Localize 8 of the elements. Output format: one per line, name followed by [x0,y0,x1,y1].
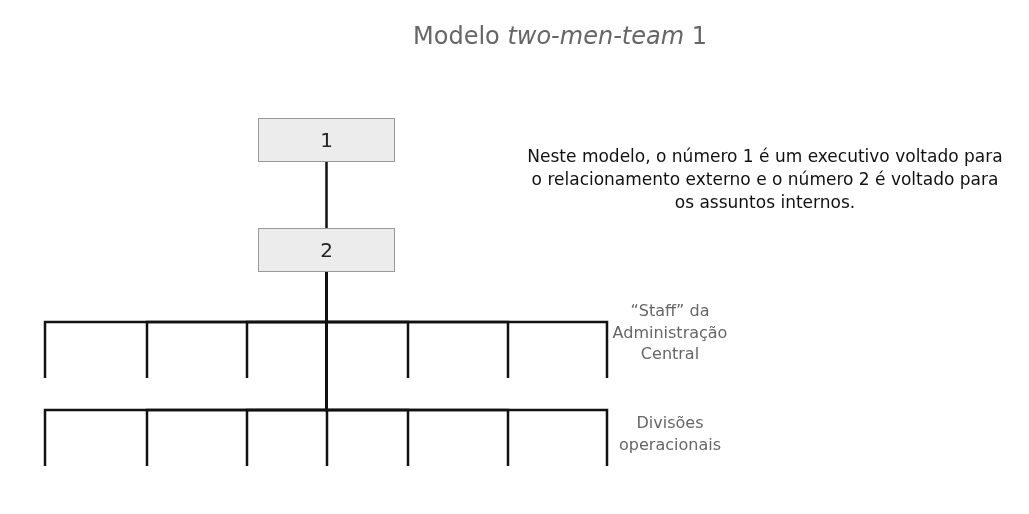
connector-line [325,272,609,466]
level-label: “Staff” da Administração Central [611,300,729,365]
connector-line [325,162,328,228]
diagram-title: Modelo two-men-team 1 [412,22,708,50]
position-box: 2 [258,228,395,272]
position-box: 1 [258,118,395,162]
description-text: Neste modelo, o número 1 é um executivo voltado para o relacionamento externo e o número 2 é voltado para os assuntos internos. [526,145,1004,214]
level-label: Divisões operacionais [618,412,722,456]
